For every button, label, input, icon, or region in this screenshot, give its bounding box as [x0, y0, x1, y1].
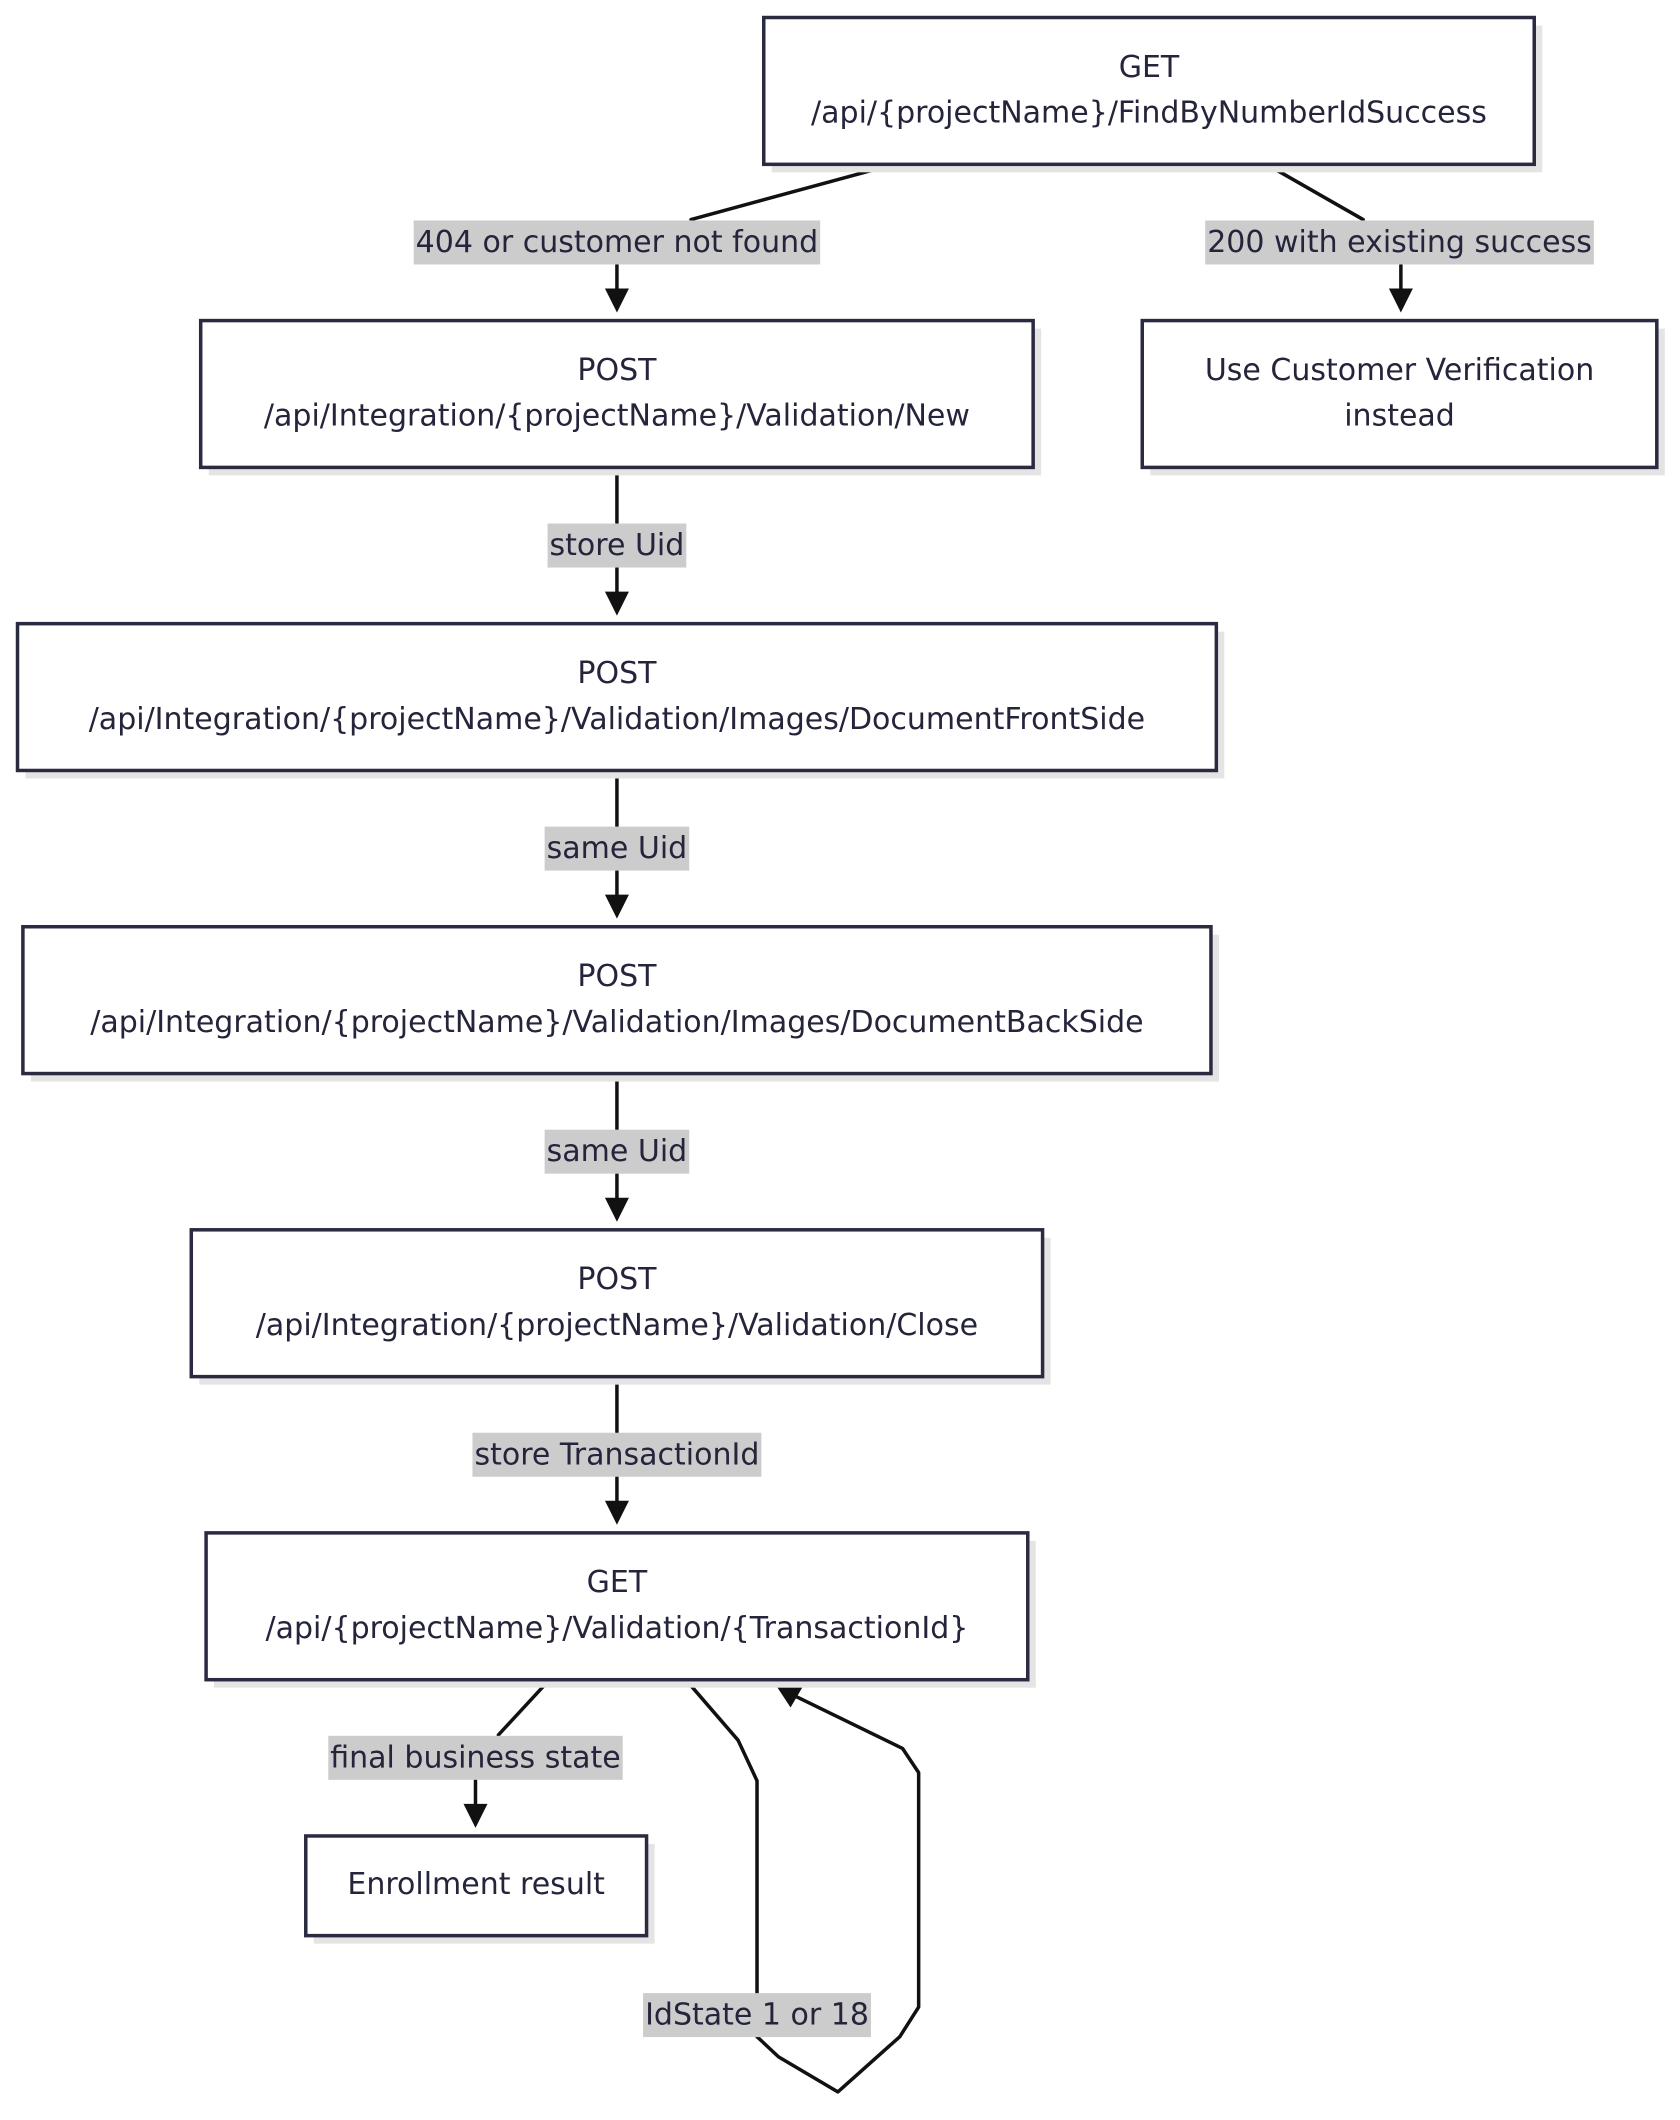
- edge-label-bg: [472, 1432, 762, 1477]
- node-text-line: /api/Integration/{projectName}/Validatio…: [256, 1308, 978, 1343]
- edge-label-same-uid-2: same Uid: [544, 1129, 690, 1174]
- arrowhead: [604, 1500, 629, 1525]
- node-text-line: POST: [577, 656, 657, 691]
- edge-line: [685, 1679, 759, 1996]
- node-box: [304, 1834, 649, 1938]
- edge-label-bg: [544, 826, 690, 871]
- arrowhead: [604, 288, 629, 313]
- node-back-side: POST/api/Integration/{projectName}/Valid…: [21, 924, 1219, 1082]
- edge-label-poll-loop: IdState 1 or 18: [643, 1993, 871, 2038]
- edge-line: [689, 163, 891, 222]
- edge-label-bg: [413, 220, 821, 265]
- node-enrollment-result: Enrollment result: [304, 1834, 655, 1944]
- edge-not-found: [604, 163, 891, 313]
- node-front-side: POST/api/Integration/{projectName}/Valid…: [15, 621, 1225, 779]
- edge-label-text: same Uid: [547, 1134, 688, 1169]
- node-text-line: /api/{projectName}/Validation/{Transacti…: [266, 1611, 969, 1646]
- edges-layer: [463, 163, 1413, 2094]
- edge-line: [496, 1679, 550, 1737]
- edge-label-text: 404 or customer not found: [416, 225, 818, 260]
- node-text-line: POST: [577, 1262, 657, 1297]
- node-text-line: GET: [587, 1565, 648, 1600]
- node-text-line: GET: [1119, 50, 1180, 85]
- node-box: [21, 924, 1213, 1076]
- edge-same-uid-2: [604, 1073, 629, 1222]
- node-box: [198, 318, 1035, 470]
- edge-label-text: same Uid: [547, 831, 688, 866]
- node-text-line: /api/Integration/{projectName}/Validatio…: [264, 399, 970, 434]
- node-box: [15, 621, 1219, 773]
- edge-label-text: final business state: [330, 1740, 620, 1775]
- edge-label-bg: [328, 1735, 623, 1780]
- edge-store-transaction: [604, 1376, 629, 1525]
- edge-label-text: IdState 1 or 18: [645, 1998, 869, 2033]
- arrowhead: [604, 1197, 629, 1222]
- edge-label-bg: [544, 1129, 690, 1174]
- edge-label-text: store TransactionId: [474, 1437, 759, 1472]
- node-text-line: Use Customer Verification: [1205, 353, 1594, 388]
- node-box: [204, 1531, 1030, 1682]
- node-text-line: /api/{projectName}/FindByNumberIdSuccess: [811, 96, 1487, 131]
- edge-label-existing-success: 200 with existing success: [1205, 220, 1594, 265]
- node-text-line: Enrollment result: [347, 1867, 605, 1902]
- node-customer-verification: Use Customer Verification instead: [1140, 318, 1665, 476]
- node-find-by-number: GET/api/{projectName}/FindByNumberIdSucc…: [761, 15, 1543, 173]
- edge-labels-layer: 404 or customer not found 200 with existi…: [328, 220, 1594, 2038]
- edge-label-store-transaction: store TransactionId: [472, 1432, 762, 1477]
- edge-label-text: 200 with existing success: [1207, 225, 1592, 260]
- edge-label-store-uid: store Uid: [547, 523, 687, 568]
- arrowhead: [604, 591, 629, 616]
- edge-existing-success: [1267, 163, 1413, 313]
- edge-label-bg: [547, 523, 687, 568]
- node-text-line: /api/Integration/{projectName}/Validatio…: [89, 702, 1145, 737]
- node-box: [1140, 318, 1659, 470]
- arrowhead: [775, 1685, 803, 1708]
- edge-final-state: [463, 1679, 550, 1828]
- node-get-transaction: GET/api/{projectName}/Validation/{Transa…: [204, 1531, 1036, 1688]
- edge-label-bg: [643, 1993, 871, 2038]
- edge-label-text: store Uid: [550, 528, 685, 563]
- node-text-line: /api/Integration/{projectName}/Validatio…: [90, 1005, 1143, 1040]
- node-text-line: POST: [577, 959, 657, 994]
- nodes-layer: GET/api/{projectName}/FindByNumberIdSucc…: [15, 15, 1665, 1944]
- edge-poll-loop: [685, 1679, 921, 2094]
- edge-line: [1267, 163, 1365, 222]
- node-validation-close: POST/api/Integration/{projectName}/Valid…: [189, 1228, 1051, 1385]
- node-text-line: instead: [1344, 399, 1455, 434]
- node-validation-new: POST/api/Integration/{projectName}/Valid…: [198, 318, 1042, 476]
- arrowhead: [604, 894, 629, 919]
- node-box: [761, 15, 1536, 167]
- edge-label-same-uid-1: same Uid: [544, 826, 690, 871]
- edge-store-uid: [604, 467, 629, 616]
- node-text-line: POST: [577, 353, 657, 388]
- edge-label-not-found: 404 or customer not found: [413, 220, 821, 265]
- arrowhead: [1388, 288, 1413, 313]
- edge-label-final-state: final business state: [328, 1735, 623, 1780]
- node-box: [189, 1228, 1045, 1379]
- arrowhead: [463, 1803, 488, 1828]
- edge-line: [755, 1692, 921, 2094]
- edge-label-bg: [1205, 220, 1594, 265]
- edge-same-uid-1: [604, 770, 629, 919]
